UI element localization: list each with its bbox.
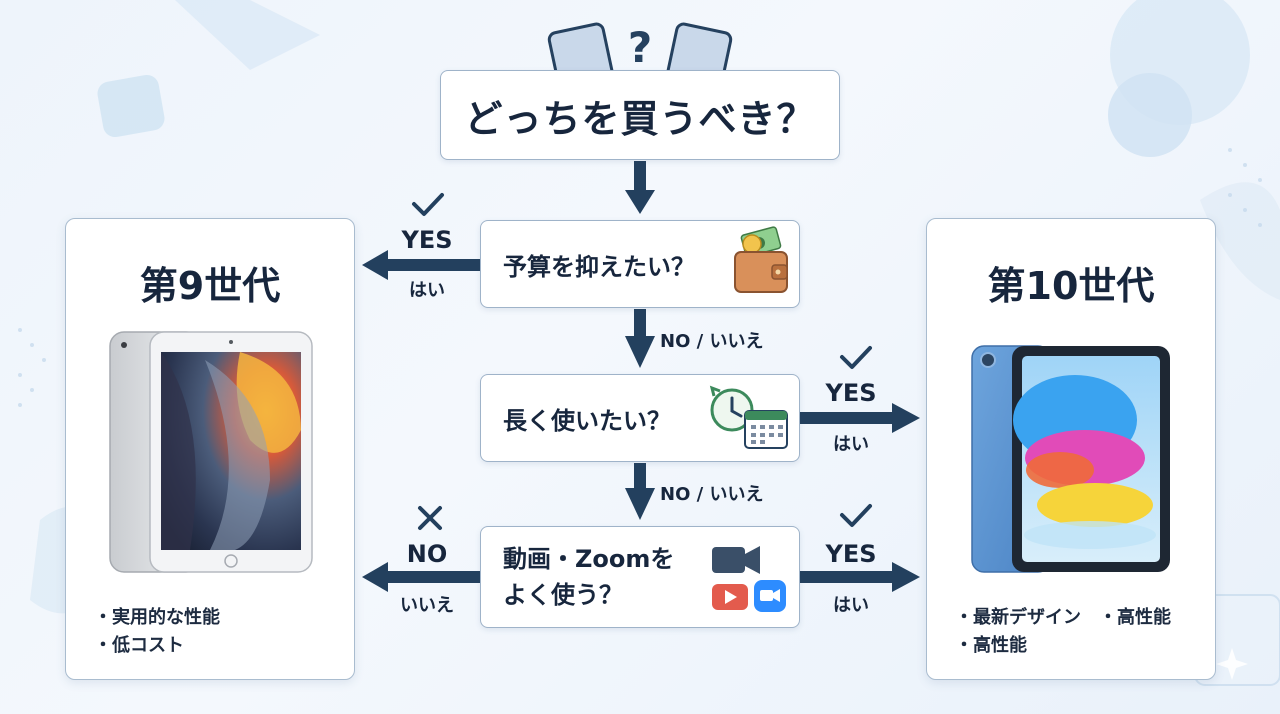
yes-label-q3: YES (825, 540, 877, 568)
result-10th-gen-title: 第10世代 (987, 264, 1155, 308)
question-budget-label: 予算を抑えたい？ (503, 252, 695, 281)
result-9th-gen-title: 第9世代 (139, 264, 281, 308)
feature-item: ・低コスト (94, 635, 184, 656)
no-label-q2: NO / いいえ (660, 484, 764, 505)
page-title: どっちを買うべき？ (464, 96, 816, 141)
feature-item: ・実用的な性能 (94, 607, 220, 628)
no-label-q3: NO (406, 540, 448, 568)
question-video-zoom-line1: 動画・Zoomを (503, 545, 675, 573)
question-long-use-label: 長く使いたい？ (503, 406, 671, 435)
yes-label-q1: YES (401, 226, 453, 254)
feature-item: ・高性能 (955, 635, 1027, 656)
yes-jp-label-q3: はい (833, 595, 869, 616)
yes-jp-label-q1: はい (409, 280, 445, 301)
svg-text:?: ? (628, 23, 652, 72)
feature-item: ・最新デザイン ・高性能 (955, 607, 1171, 628)
no-jp-label-q3: いいえ (400, 595, 454, 616)
no-label-q1: NO / いいえ (660, 331, 764, 352)
yes-label-q2: YES (825, 379, 877, 407)
question-video-zoom: 動画・Zoomを よく使う？ (480, 526, 800, 628)
question-video-zoom-line2: よく使う？ (503, 581, 623, 609)
title-box: どっちを買うべき？ (440, 70, 840, 160)
yes-jp-label-q2: はい (833, 434, 869, 455)
